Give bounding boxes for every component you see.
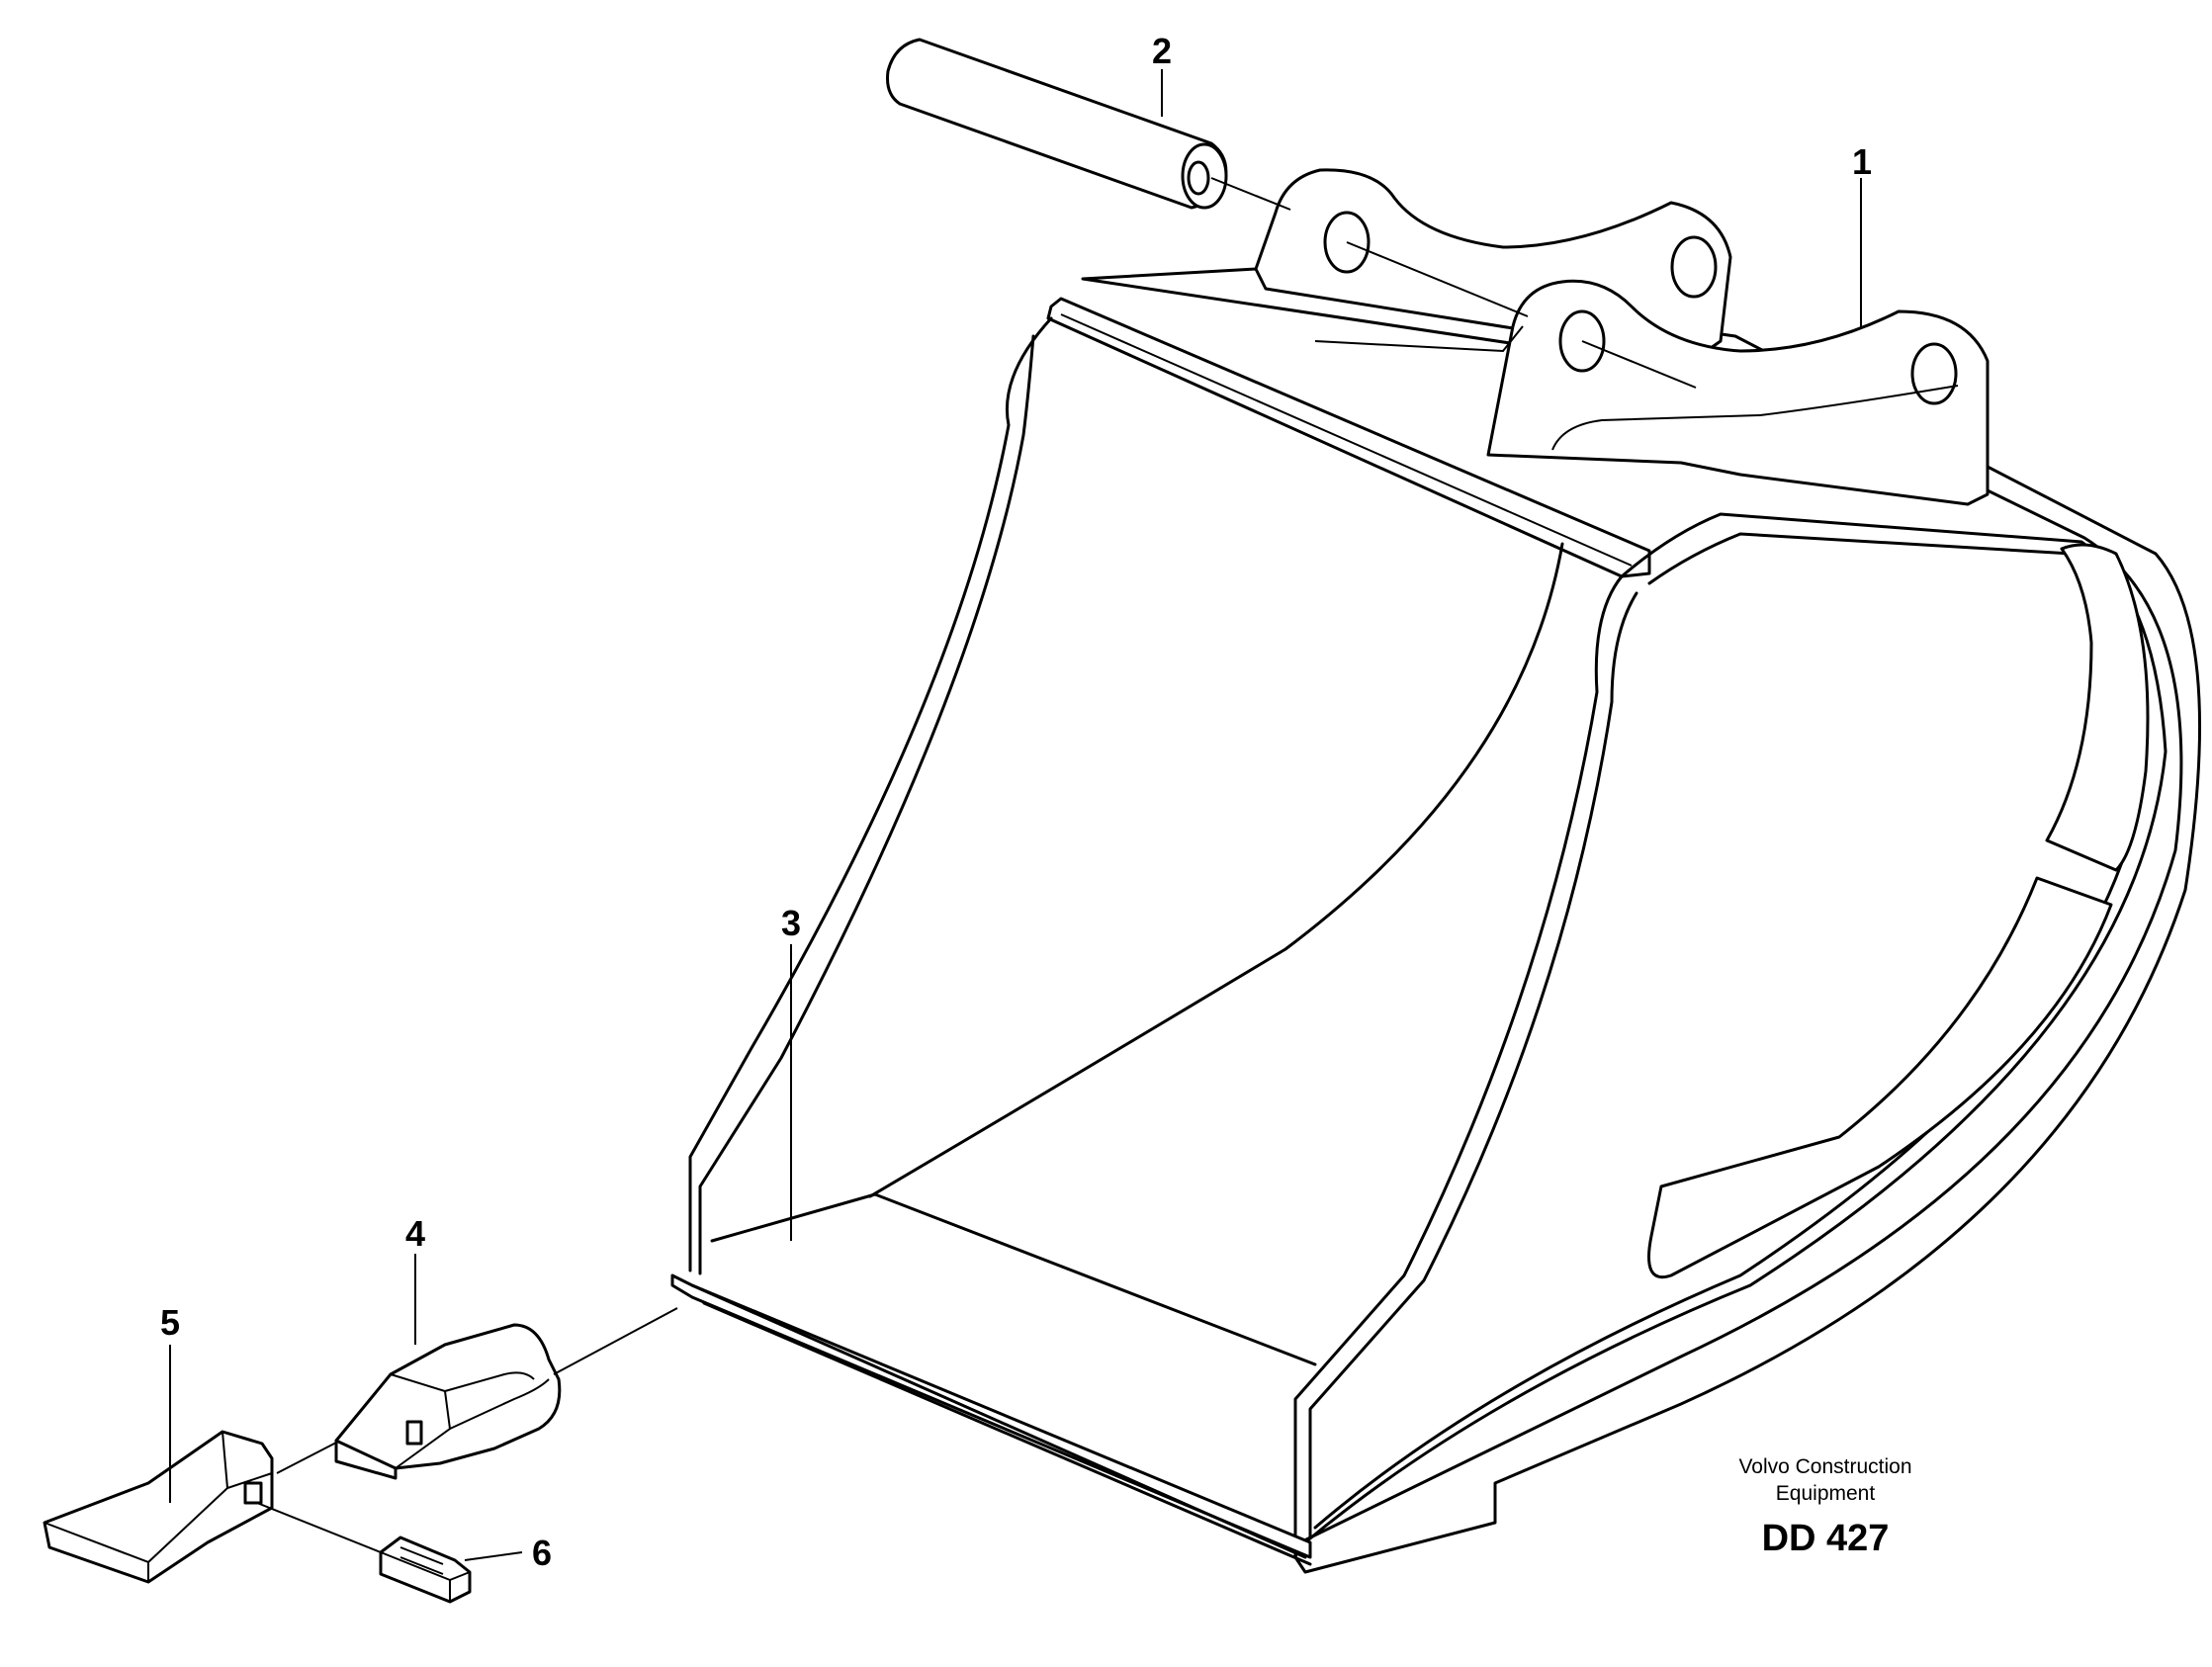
retainer [379,1535,523,1604]
callout-2: 2 [1152,31,1172,71]
bucket [670,168,2202,1574]
credit-line-2: Equipment [1776,1482,1876,1505]
callout-labels: 1 2 3 4 5 6 [160,31,1872,1573]
credit-line-1: Volvo Construction [1738,1455,1911,1478]
credit-block: Volvo Construction Equipment DD 427 [1738,1455,1911,1559]
callout-5: 5 [160,1302,180,1343]
callout-6: 6 [532,1533,552,1573]
callout-4: 4 [405,1213,425,1254]
adapter [334,1307,678,1480]
pin [886,38,1697,389]
callout-1: 1 [1852,141,1872,182]
drawing-code: DD 427 [1762,1518,1890,1559]
tooth [43,1430,382,1584]
leader-lines [169,69,1862,1503]
callout-3: 3 [781,903,801,943]
